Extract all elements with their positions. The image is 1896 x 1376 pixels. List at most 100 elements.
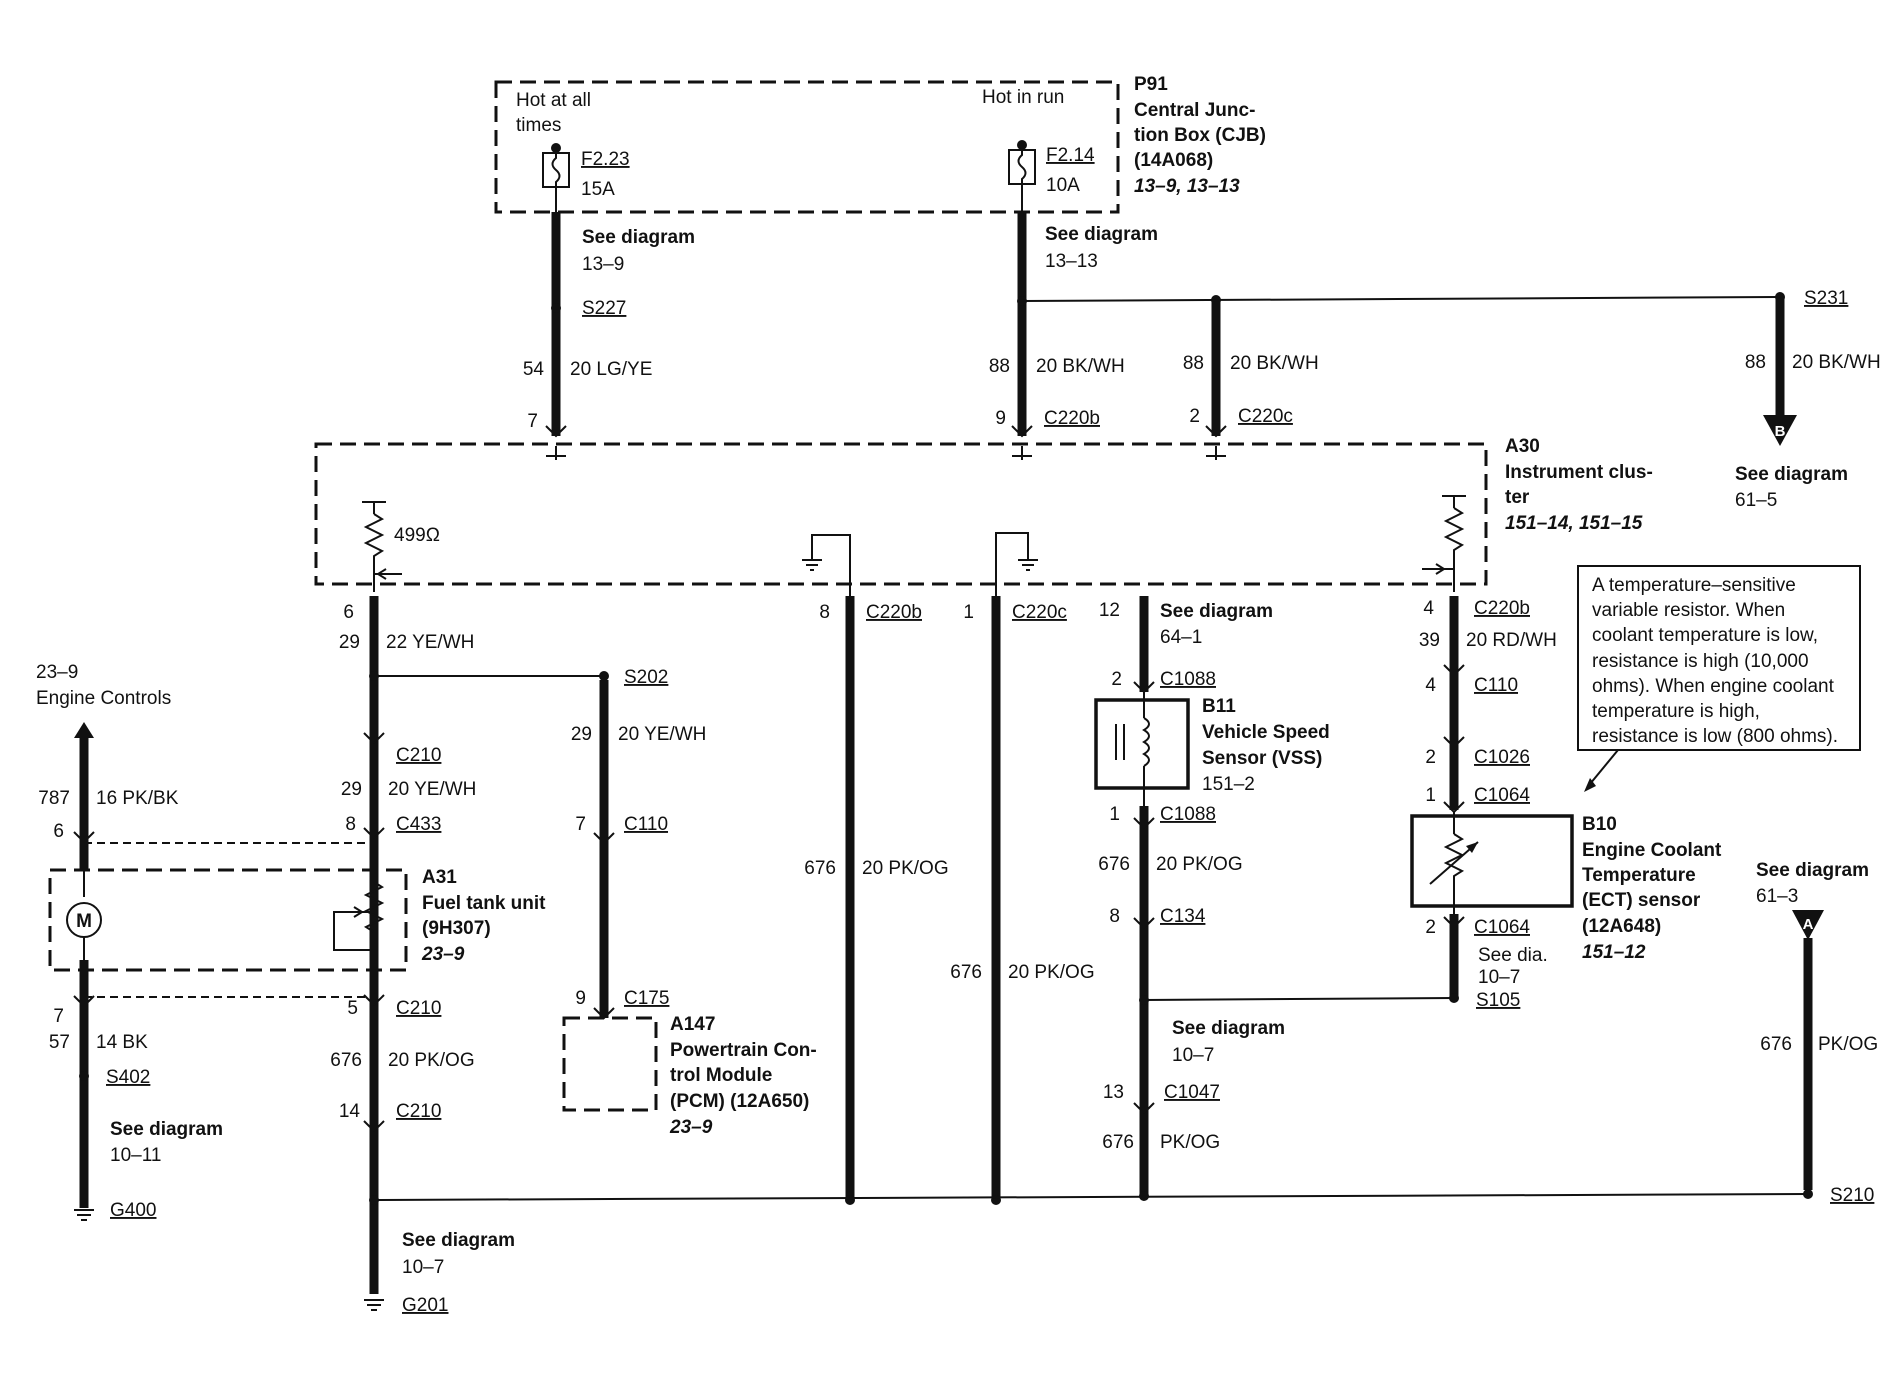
circuit-number: 54 xyxy=(523,359,545,380)
connector-pin: 4 xyxy=(1423,598,1434,619)
vss-outline xyxy=(1094,698,1190,790)
ground-icon xyxy=(364,1299,384,1311)
note-line: resistance is high (10,000 xyxy=(1592,651,1809,672)
connector-pin: 2 xyxy=(1425,917,1436,938)
ground-circuit-c220b: 8 C220b 676 20 PK/OG xyxy=(804,596,949,1205)
circuit-number: 29 xyxy=(339,632,360,653)
connector-c134: C134 xyxy=(1160,906,1206,927)
circuit-number: 39 xyxy=(1419,630,1440,651)
thermistor-icon xyxy=(1429,812,1479,924)
splice-s202-label: S202 xyxy=(624,667,668,688)
connector-pin: 1 xyxy=(1425,785,1436,806)
engine-controls-name: Engine Controls xyxy=(36,688,171,709)
wire-color: 20 YE/WH xyxy=(388,779,476,800)
ground-bus xyxy=(373,1193,1809,1201)
ect-outline xyxy=(1410,814,1574,908)
ect-note: A temperature–sensitive variable resisto… xyxy=(1577,565,1861,792)
off-page-connector-b-label: B xyxy=(1775,423,1786,440)
fuel-tank-ref: 23–9 xyxy=(421,944,465,965)
see-diagram-label: See diagram xyxy=(1160,601,1273,622)
wire-color: 20 BK/WH xyxy=(1792,352,1881,373)
cjb-ref: 13–9, 13–13 xyxy=(1134,176,1240,197)
connector-c210: C210 xyxy=(396,998,441,1019)
wire-color: 20 PK/OG xyxy=(862,858,949,879)
cjb-hot-in-run-text: Hot in run xyxy=(982,87,1064,108)
engine-controls-ref: 23–9 xyxy=(36,662,78,683)
see-diagram-label: See diagram xyxy=(1045,224,1158,245)
arrow-up-icon xyxy=(74,722,94,738)
pcm-name-2: trol Module xyxy=(670,1065,772,1086)
connector-pin: 7 xyxy=(53,1006,64,1027)
wire-color: 16 PK/BK xyxy=(96,788,179,809)
connector-pin: 12 xyxy=(1099,600,1120,621)
instrument-cluster: A30 Instrument clus- ter 151–14, 151–15 … xyxy=(314,436,1653,598)
vss-coil-icon xyxy=(1115,692,1150,806)
splice-s402-label: S402 xyxy=(106,1067,150,1088)
pcm-outline xyxy=(562,1016,658,1112)
circuit-number: 676 xyxy=(1760,1034,1792,1055)
ground-g201-label: G201 xyxy=(402,1295,448,1316)
connector-c210: C210 xyxy=(396,1101,441,1122)
cluster-id: A30 xyxy=(1505,436,1540,457)
circuit-number: 88 xyxy=(1183,353,1204,374)
connector-c175: C175 xyxy=(624,988,669,1009)
ect-id: B10 xyxy=(1582,814,1617,835)
splice-s227-label: S227 xyxy=(582,298,626,319)
circuit-88-c220c: 88 20 BK/WH 2 C220c xyxy=(1183,295,1319,460)
connector-c220b: C220b xyxy=(1044,408,1100,429)
cjb-name-2: tion Box (CJB) xyxy=(1134,125,1266,146)
cluster-name-1: Instrument clus- xyxy=(1505,462,1653,483)
connector-pin: 8 xyxy=(819,602,830,623)
ect-name-2: Temperature xyxy=(1582,865,1696,886)
connector-c1047: C1047 xyxy=(1164,1082,1220,1103)
ect-circuit: 4 C220b 39 20 RD/WH 4 C110 2 C1026 1 C10… xyxy=(1410,596,1722,1011)
connector-c1088: C1088 xyxy=(1160,804,1216,825)
vss-name-2: Sensor (VSS) xyxy=(1202,748,1322,769)
circuit-number: 676 xyxy=(804,858,836,879)
wire-color: 14 BK xyxy=(96,1032,148,1053)
cjb-name-1: Central Junc- xyxy=(1134,100,1255,121)
note-line: temperature is high, xyxy=(1592,701,1760,722)
resistor-icon xyxy=(1422,495,1466,592)
splice-s231-label: S231 xyxy=(1804,288,1848,309)
connector-c220c: C220c xyxy=(1238,406,1293,427)
cjb-hot-at-all-label: Hot at all xyxy=(516,90,591,111)
vss-ref: 151–2 xyxy=(1202,774,1255,795)
see-diagram-ref: 13–13 xyxy=(1045,251,1098,272)
cjb-id: P91 xyxy=(1134,74,1168,95)
connector-pin: 1 xyxy=(1109,804,1120,825)
off-page-connector-b-icon xyxy=(1763,415,1797,446)
cluster-ref: 151–14, 151–15 xyxy=(1505,513,1643,534)
note-pointer xyxy=(1589,749,1619,785)
ground-icon xyxy=(995,532,1038,598)
connector-c110: C110 xyxy=(1474,675,1518,696)
connector-pin: 7 xyxy=(527,411,538,432)
off-page-connector-a-icon xyxy=(1792,910,1824,940)
ground-icon xyxy=(802,534,851,598)
fuel-tank-outline xyxy=(48,868,408,972)
cjb-hot-at-all-label-2: times xyxy=(516,115,561,136)
splice-s105-label: S105 xyxy=(1476,990,1520,1011)
pcm-ref: 23–9 xyxy=(669,1117,713,1138)
connector-c1064: C1064 xyxy=(1474,917,1530,938)
see-diagram-ref: 10–11 xyxy=(110,1145,161,1166)
fuse-f2-14-label: F2.14 xyxy=(1046,145,1095,166)
vss-id: B11 xyxy=(1202,696,1236,717)
connector-pin: 2 xyxy=(1425,747,1436,768)
ground-g400-label: G400 xyxy=(110,1200,156,1221)
note-line: variable resistor. When xyxy=(1592,600,1785,621)
circuit-88: See diagram 13–13 88 20 BK/WH 9 C220b xyxy=(989,212,1781,460)
connector-c110: C110 xyxy=(624,814,668,835)
wire-color: 20 RD/WH xyxy=(1466,630,1557,651)
connector-c1026: C1026 xyxy=(1474,747,1530,768)
fuse-f2-23-icon xyxy=(542,143,570,212)
splice-s210-label: S210 xyxy=(1830,1185,1874,1206)
engine-controls-circuit: 23–9 Engine Controls 787 16 PK/BK 6 7 57… xyxy=(36,662,374,1221)
see-diagram-ref: 61–5 xyxy=(1735,490,1777,511)
wire-color: PK/OG xyxy=(1160,1132,1220,1153)
connector-pin: 4 xyxy=(1425,675,1436,696)
see-diagram-ref: 10–7 xyxy=(402,1257,444,1278)
connector-pin: 9 xyxy=(575,988,586,1009)
note-line: resistance is low (800 ohms). xyxy=(1592,726,1838,747)
